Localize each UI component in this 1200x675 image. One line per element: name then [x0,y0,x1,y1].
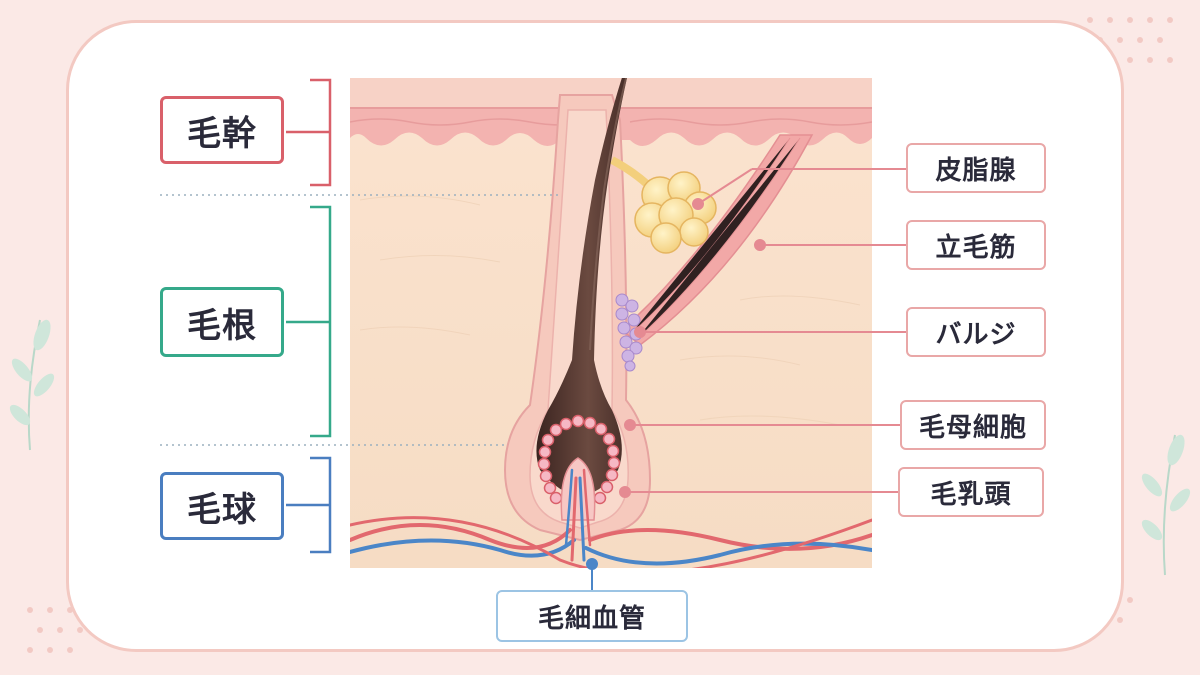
label-arrector-pili: 立毛筋 [906,220,1046,270]
capillary-pointer [586,558,598,592]
label-capillaries: 毛細血管 [496,590,688,642]
label-dermal-papilla: 毛乳頭 [898,467,1044,517]
region-label-bulb: 毛球 [160,472,284,540]
leaf-decoration-left [9,319,55,451]
label-matrix-cells: 毛母細胞 [900,400,1046,450]
region-separators [160,194,560,446]
region-label-shaft: 毛幹 [160,96,284,164]
label-sebaceous-gland: 皮脂腺 [906,143,1046,193]
sebaceous-gland [634,171,717,254]
bracket-root [286,205,332,438]
matrix-cells [537,414,621,505]
bracket-shaft [286,78,332,187]
skin-cross-section [350,78,872,568]
bracket-bulb [286,456,332,554]
decor-dots-bottom-left [27,607,103,653]
region-label-root: 毛根 [160,287,284,357]
pointer-lines [619,168,906,498]
label-bulge: バルジ [906,307,1046,357]
capillary-vessels [350,468,872,568]
leaf-decoration-right [1141,434,1191,576]
